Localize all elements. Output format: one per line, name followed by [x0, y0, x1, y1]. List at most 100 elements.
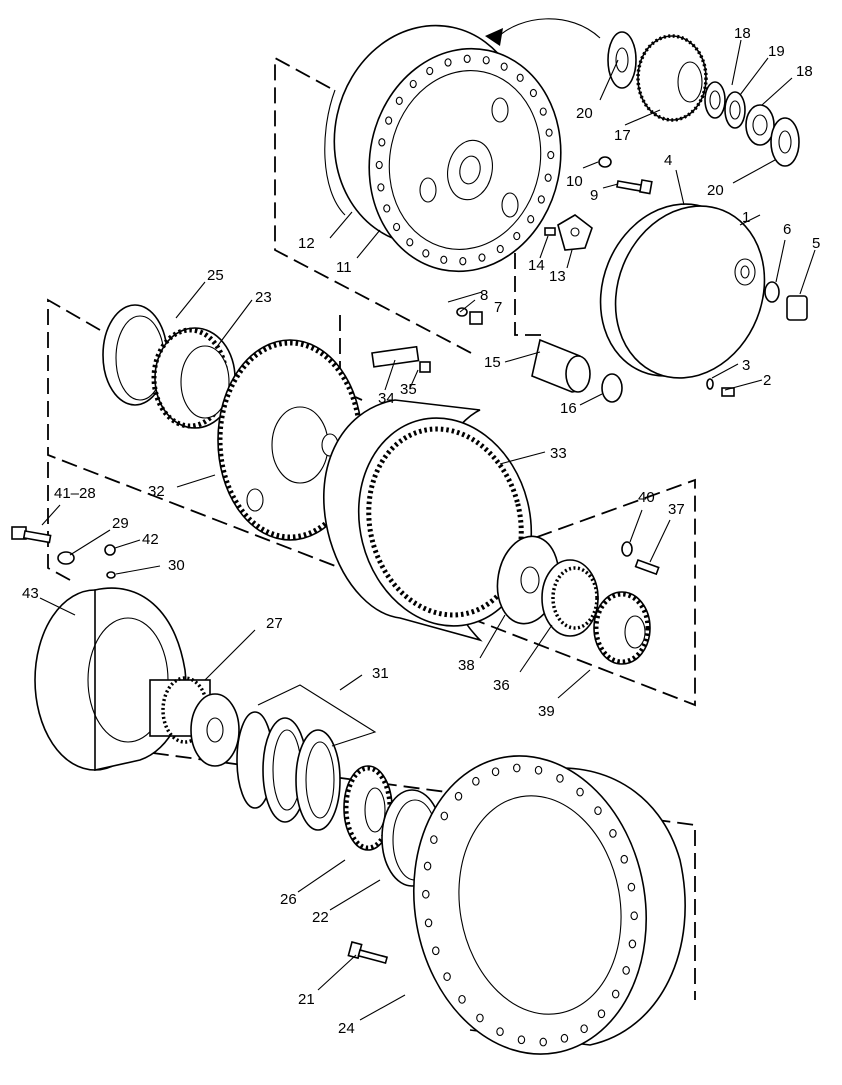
bolt-hole — [630, 911, 638, 921]
bolt-hole — [375, 160, 383, 170]
callout-35: 35 — [400, 381, 417, 398]
bolt-hole — [459, 257, 467, 266]
pin-15 — [531, 338, 591, 393]
spacer-19 — [724, 91, 746, 129]
washer-3 — [706, 378, 714, 390]
flange-bolt-holes — [375, 54, 555, 266]
bolt-hole — [440, 811, 449, 821]
plug-8 — [456, 307, 468, 317]
callout-23: 23 — [255, 289, 272, 306]
bolt-hole — [534, 765, 543, 775]
bolt-hole — [500, 62, 508, 71]
bolt-hole — [432, 946, 440, 956]
bolt-hole — [627, 882, 636, 892]
bolt-hole — [580, 1024, 588, 1034]
callout-24: 24 — [338, 1020, 355, 1037]
bolt-hole — [430, 835, 438, 844]
bolt-hole — [444, 58, 452, 67]
bolt-hole — [529, 88, 537, 98]
callout-14: 14 — [528, 257, 545, 274]
bolt-hole — [424, 918, 433, 928]
bolt-hole — [491, 767, 500, 777]
bolt-hole — [560, 1033, 569, 1043]
housing-12 — [324, 89, 346, 216]
bolt-hole — [537, 195, 545, 204]
o-ring-6 — [764, 281, 780, 303]
bolt-hole — [594, 806, 602, 816]
cover-1 — [599, 203, 766, 379]
bolt-hole — [547, 150, 555, 160]
bolt-hole — [482, 56, 490, 65]
bolt-hole — [539, 107, 547, 116]
lock-plate-13 — [557, 214, 593, 251]
callout-17: 17 — [614, 127, 631, 144]
callout-43: 43 — [22, 585, 39, 602]
bolt-hole — [476, 1013, 484, 1023]
hub-flange-11 — [333, 24, 562, 273]
screw-35 — [419, 361, 431, 373]
callout-7: 7 — [494, 299, 502, 316]
callout-37: 37 — [668, 501, 685, 518]
bolt-hole — [395, 96, 403, 105]
washer-40 — [621, 541, 633, 557]
screw-14 — [544, 227, 556, 236]
thrust-washer-20-bottom — [770, 117, 800, 167]
wheel-hub-24 — [412, 755, 686, 1055]
callout-19: 19 — [768, 43, 785, 60]
bolt-hole — [527, 215, 535, 224]
callout-20a: 20 — [576, 105, 593, 122]
callout-18a: 18 — [734, 25, 751, 42]
bolt-hole — [385, 116, 393, 125]
bearing-18-b — [745, 104, 775, 146]
bolt-hole — [454, 791, 463, 801]
bolt-hole — [609, 828, 617, 838]
bolt-37 — [634, 558, 660, 576]
callout-15: 15 — [484, 354, 501, 371]
callout-16: 16 — [560, 400, 577, 417]
bolt-hole — [426, 66, 434, 76]
ring-gear-33 — [322, 399, 533, 642]
leader-lines — [39, 39, 816, 1021]
bolt-hole — [443, 972, 451, 982]
bolt-hole — [463, 54, 471, 63]
callout-10: 10 — [566, 173, 583, 190]
callout-8: 8 — [480, 287, 488, 304]
bolt-hole — [556, 773, 564, 783]
callout-12: 12 — [298, 235, 315, 252]
callout-26: 26 — [280, 891, 297, 908]
callout-36: 36 — [493, 677, 510, 694]
bolt-hole — [628, 939, 637, 949]
hub-bolt-holes — [422, 763, 638, 1047]
bolt-hole — [378, 138, 386, 147]
callout-27: 27 — [266, 615, 283, 632]
bolt-hole — [440, 255, 448, 264]
callout-11: 11 — [336, 259, 352, 276]
callout-31: 31 — [372, 665, 389, 682]
splined-shaft-27 — [149, 676, 240, 767]
nut-42 — [104, 544, 116, 556]
callout-18b: 18 — [796, 63, 813, 80]
callout-25: 25 — [207, 267, 224, 284]
bolt-hole — [513, 231, 521, 241]
bolt-hole — [496, 244, 504, 254]
callout-41-28: 41–28 — [54, 485, 96, 502]
callout-21: 21 — [298, 991, 315, 1008]
thrust-washer-20-top — [607, 31, 637, 89]
callout-34: 34 — [378, 390, 395, 407]
washer-10 — [598, 156, 612, 168]
bolt-hole — [478, 253, 486, 262]
bolt-hole — [406, 238, 414, 247]
bolt-hole — [517, 1035, 526, 1045]
callout-30: 30 — [168, 557, 185, 574]
bolt-hole — [472, 776, 480, 786]
bolt-hole — [597, 1009, 606, 1019]
bolt-hole — [393, 222, 401, 232]
screw-2 — [721, 387, 735, 397]
callout-32: 32 — [148, 483, 165, 500]
callout-40: 40 — [638, 489, 655, 506]
bolt-hole — [620, 854, 628, 864]
plate-34 — [371, 345, 420, 368]
seal-set-31 — [236, 711, 341, 831]
bolt-9 — [616, 179, 653, 195]
